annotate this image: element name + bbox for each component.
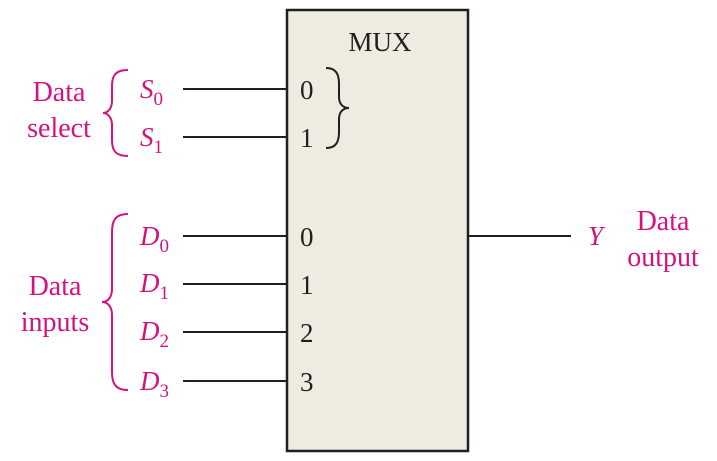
signal-s1-label: S1 [140,122,163,158]
inputs-group-label-line1: Data [29,271,82,302]
select-internal-brace [325,67,350,149]
pin-d3-label: 3 [300,367,314,397]
select-group-label-line2: select [27,113,91,144]
pin-s1-label: 1 [300,123,314,153]
signal-d2-label: D2 [139,316,169,352]
mux-title: MUX [348,27,412,57]
signal-y-label: Y [588,221,606,251]
pin-d2-label: 2 [300,318,314,348]
inputs-left-brace [101,213,129,391]
output-group-label-line1: Data [637,206,690,237]
signal-d3-label: D3 [139,366,169,402]
signal-d0-label: D0 [139,221,169,257]
pin-d0-label: 0 [300,222,314,252]
pin-d1-label: 1 [300,270,314,300]
select-group-label-line1: Data [33,77,86,108]
mux-box [285,8,470,453]
select-left-brace [102,69,129,157]
signal-d1-label: D1 [139,268,169,304]
output-group-label-line2: output [627,242,699,273]
signal-s0-label: S0 [140,74,163,110]
pin-s0-label: 0 [300,75,314,105]
inputs-group-label-line2: inputs [21,307,89,338]
